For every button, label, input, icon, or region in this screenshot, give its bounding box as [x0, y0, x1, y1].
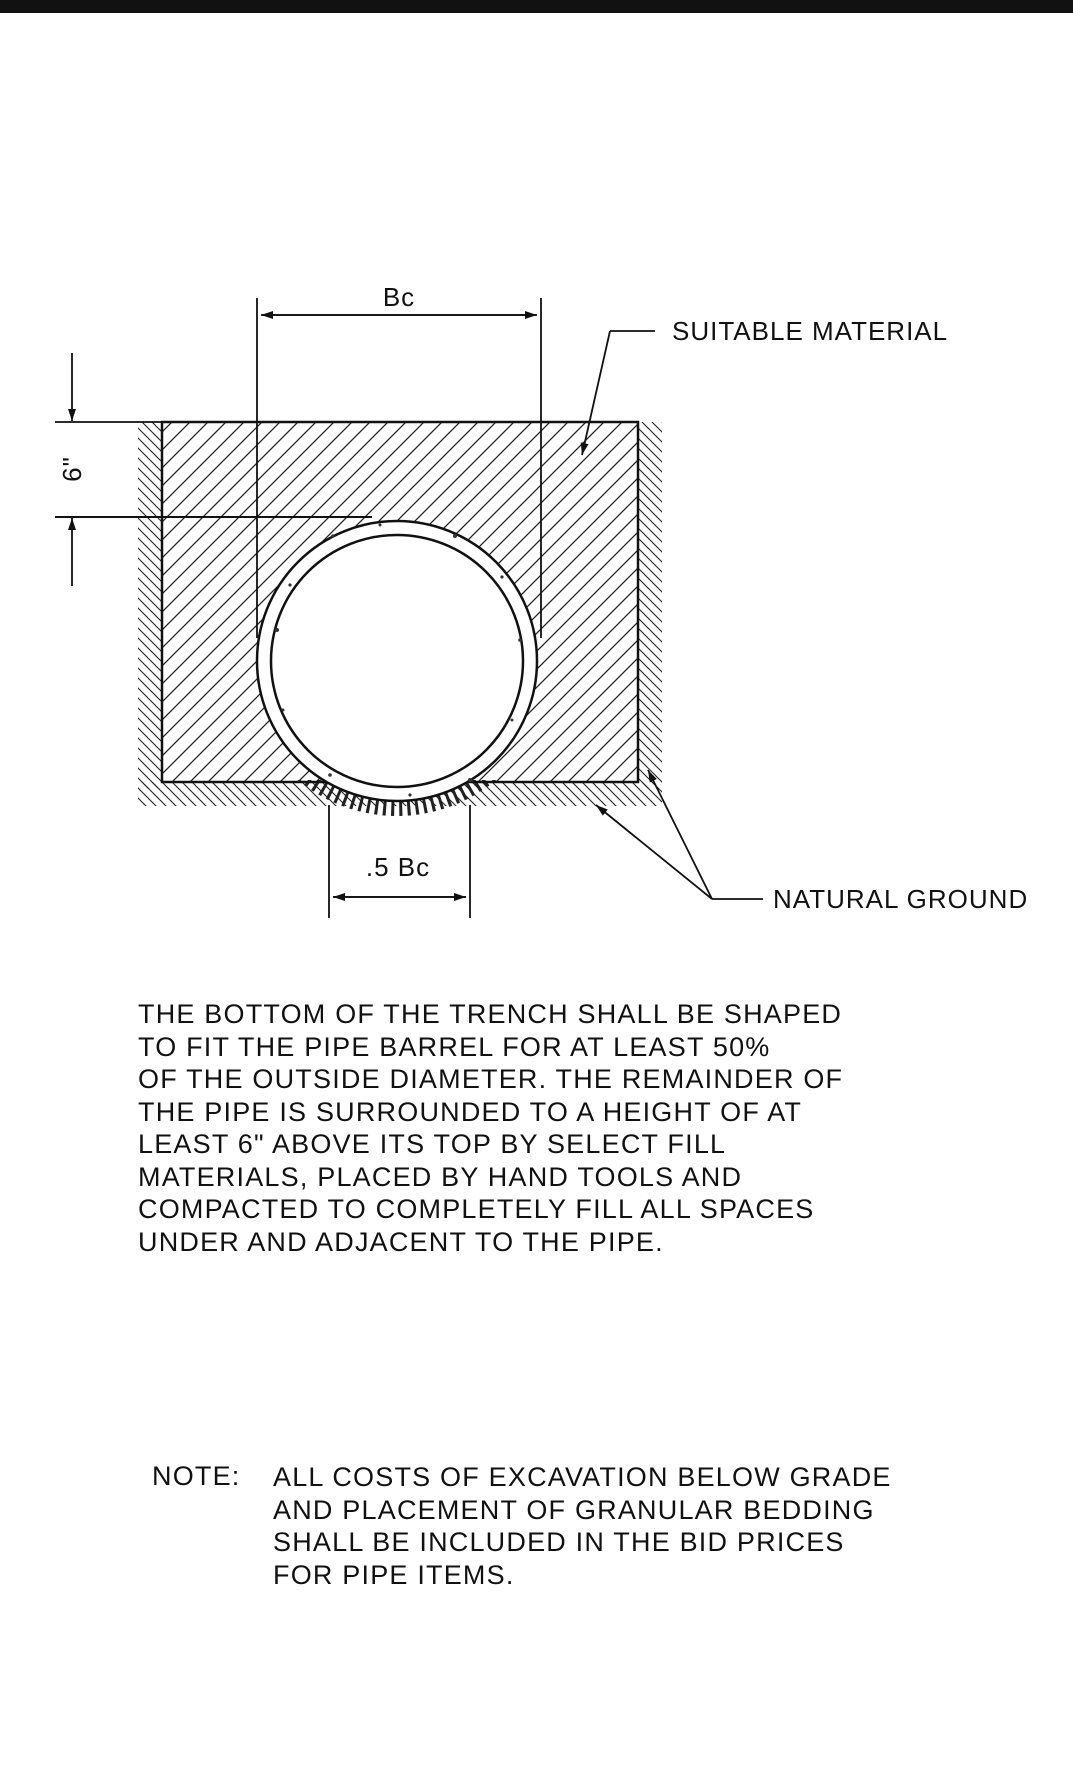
- note-line: MATERIALS, PLACED BY HAND TOOLS AND: [138, 1161, 743, 1192]
- natural-ground-leader: [595, 769, 763, 900]
- note-line: COMPACTED TO COMPLETELY FILL ALL SPACES: [138, 1194, 815, 1224]
- bc-dimension: [256, 298, 542, 638]
- pipe: [255, 519, 539, 803]
- natural-ground-callout: NATURAL GROUND: [773, 884, 1028, 914]
- bc-dimension-label: Bc: [383, 282, 415, 312]
- cost-note-line: SHALL BE INCLUDED IN THE BID PRICES: [273, 1527, 845, 1557]
- note-line: UNDER AND ADJACENT TO THE PIPE.: [138, 1226, 664, 1257]
- note-line: THE PIPE IS SURROUNDED TO A HEIGHT OF AT: [138, 1096, 803, 1127]
- note-line: OF THE OUTSIDE DIAMETER. THE REMAINDER O…: [138, 1064, 844, 1094]
- suitable-material-callout: SUITABLE MATERIAL: [672, 316, 948, 346]
- cost-note-line: AND PLACEMENT OF GRANULAR BEDDING: [273, 1494, 875, 1525]
- cost-note-line: ALL COSTS OF EXCAVATION BELOW GRADE: [273, 1462, 892, 1492]
- note-line: TO FIT THE PIPE BARREL FOR AT LEAST 50%: [138, 1031, 771, 1062]
- cost-note: ALL COSTS OF EXCAVATION BELOW GRADE AND …: [273, 1461, 892, 1591]
- note-label: NOTE:: [152, 1461, 241, 1491]
- half-bc-dimension-label: .5 Bc: [366, 852, 430, 882]
- bedding-specification-notes: THE BOTTOM OF THE TRENCH SHALL BE SHAPED…: [138, 998, 843, 1258]
- cover-dimension-label: 6": [57, 456, 87, 482]
- note-line: THE BOTTOM OF THE TRENCH SHALL BE SHAPED: [138, 999, 843, 1029]
- note-line: LEAST 6" ABOVE ITS TOP BY SELECT FILL: [138, 1129, 727, 1159]
- cover-dimension: [55, 353, 162, 586]
- cost-note-line: FOR PIPE ITEMS.: [273, 1559, 515, 1590]
- half-bc-dimension: [328, 805, 471, 918]
- suitable-material-leader: [580, 330, 655, 456]
- top-border-rule: [0, 0, 1073, 13]
